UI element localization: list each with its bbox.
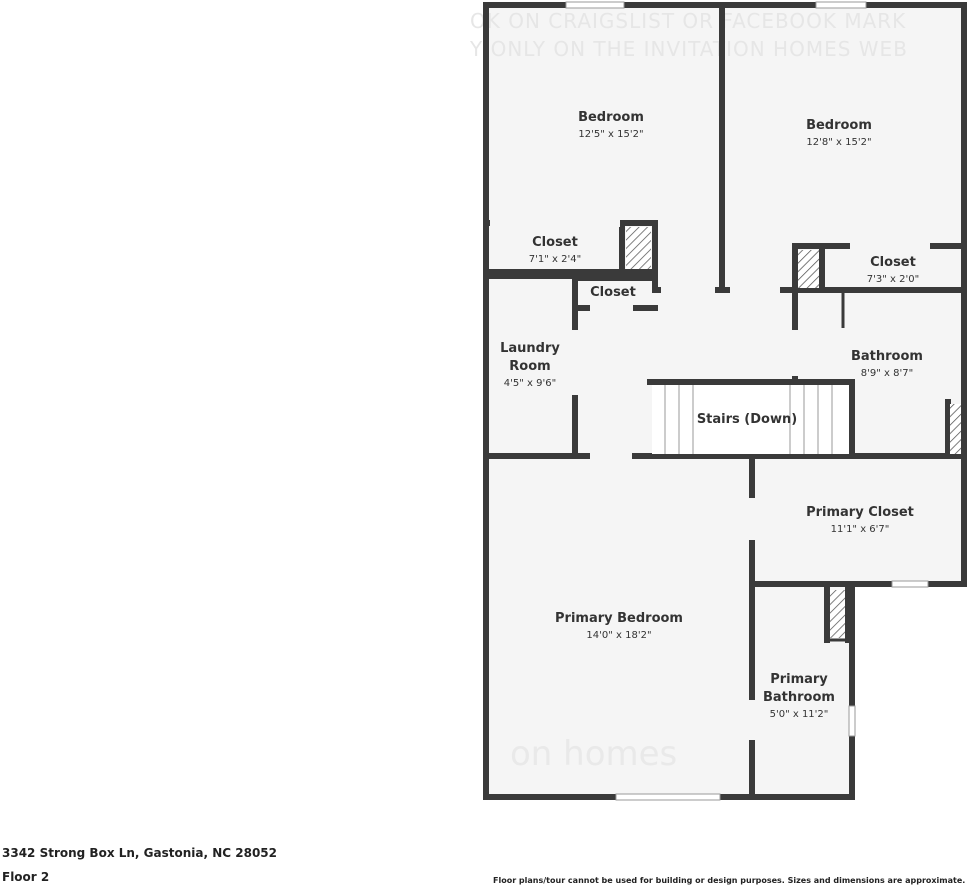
watermark-logo: on homes — [510, 734, 677, 774]
room-dimensions: 11'1" x 6'7" — [831, 524, 890, 535]
room-name: Bathroom — [851, 349, 923, 364]
room-name: Closet — [870, 255, 916, 270]
room-dimensions: 12'8" x 15'2" — [806, 137, 871, 148]
room-dimensions: 12'5" x 15'2" — [578, 129, 643, 140]
room-name: Primary Closet — [806, 505, 914, 520]
chases — [626, 227, 961, 638]
room-name-line-1: Laundry — [500, 341, 560, 356]
window — [615, 793, 721, 801]
room-closet-small: Closet — [590, 285, 636, 300]
windows — [565, 1, 929, 801]
room-dimensions: 5'0" x 11'2" — [770, 709, 829, 720]
room-primary-closet: Primary Closet 11'1" x 6'7" — [806, 505, 914, 535]
room-name: Closet — [590, 285, 636, 300]
chase-right — [798, 250, 819, 288]
room-closet-right: Closet 7'3" x 2'0" — [867, 255, 919, 285]
room-name: Primary Bedroom — [555, 611, 683, 626]
room-bedroom-1: Bedroom 12'5" x 15'2" — [578, 110, 644, 140]
room-dimensions: 14'0" x 18'2" — [586, 630, 651, 641]
chase-left — [626, 227, 651, 269]
room-dimensions: 7'1" x 2'4" — [529, 254, 581, 265]
floor-label: Floor 2 — [2, 870, 50, 884]
room-bathroom: Bathroom 8'9" x 8'7" — [851, 349, 923, 379]
room-name: Bedroom — [806, 118, 872, 133]
doors — [490, 219, 930, 740]
window — [815, 1, 867, 9]
chase-bath — [950, 404, 961, 454]
room-name-line-1: Primary — [770, 672, 828, 687]
window — [848, 705, 856, 737]
watermark-line-1: OK ON CRAIGSLIST OR FACEBOOK MARK — [470, 9, 906, 33]
room-dimensions: 7'3" x 2'0" — [867, 274, 919, 285]
window — [891, 580, 929, 588]
watermark: OK ON CRAIGSLIST OR FACEBOOK MARK Y ONLY… — [469, 9, 908, 774]
room-bedroom-2: Bedroom 12'8" x 15'2" — [806, 118, 872, 148]
room-name-line-2: Bathroom — [763, 690, 835, 705]
room-dimensions: 8'9" x 8'7" — [861, 368, 913, 379]
room-name: Bedroom — [578, 110, 644, 125]
address-label: 3342 Strong Box Ln, Gastonia, NC 28052 — [2, 846, 277, 860]
disclaimer-text: Floor plans/tour cannot be used for buil… — [493, 876, 966, 885]
room-name: Stairs (Down) — [697, 412, 797, 427]
window — [565, 1, 625, 9]
floor-area — [487, 7, 964, 796]
watermark-line-2: Y ONLY ON THE INVITATION HOMES WEB — [469, 37, 908, 61]
chase-primary — [830, 590, 845, 638]
room-dimensions: 4'5" x 9'6" — [504, 378, 556, 389]
room-closet-left: Closet 7'1" x 2'4" — [529, 235, 581, 265]
room-primary-bathroom: Primary Bathroom 5'0" x 11'2" — [763, 672, 835, 720]
room-stairs: Stairs (Down) — [697, 405, 797, 429]
room-name-line-2: Room — [509, 359, 550, 374]
room-laundry: Laundry Room 4'5" x 9'6" — [500, 341, 560, 389]
room-name: Closet — [532, 235, 578, 250]
room-primary-bedroom: Primary Bedroom 14'0" x 18'2" — [555, 611, 683, 641]
